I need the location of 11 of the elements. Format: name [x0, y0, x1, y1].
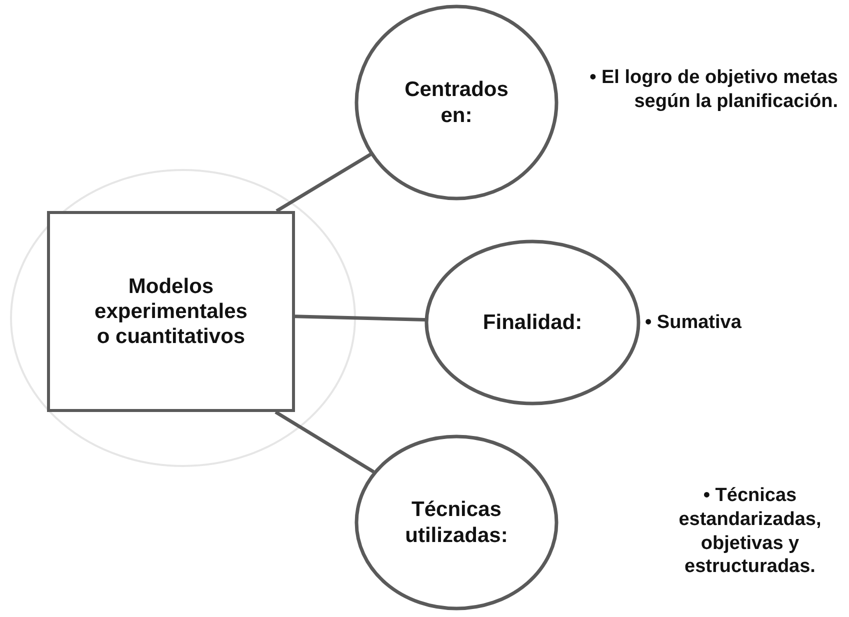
- bullet-text: • El logro de objetivo metas según la planificación.: [588, 66, 838, 114]
- bullet-text: • Sumativa: [645, 311, 742, 335]
- node-label: Centrados en:: [404, 77, 510, 128]
- node-label: Finalidad:: [482, 310, 582, 336]
- node-label: Técnicas utilizadas:: [404, 497, 509, 548]
- connector-line: [274, 410, 375, 474]
- bullet-text: • Técnicas estandarizadas, objetivas y estructuradas.: [678, 484, 822, 579]
- process-box: [47, 211, 295, 412]
- connector-line: [294, 314, 426, 322]
- node-label: Modelos experimentales o cuantitativos: [94, 274, 248, 350]
- connector-line: [276, 152, 372, 212]
